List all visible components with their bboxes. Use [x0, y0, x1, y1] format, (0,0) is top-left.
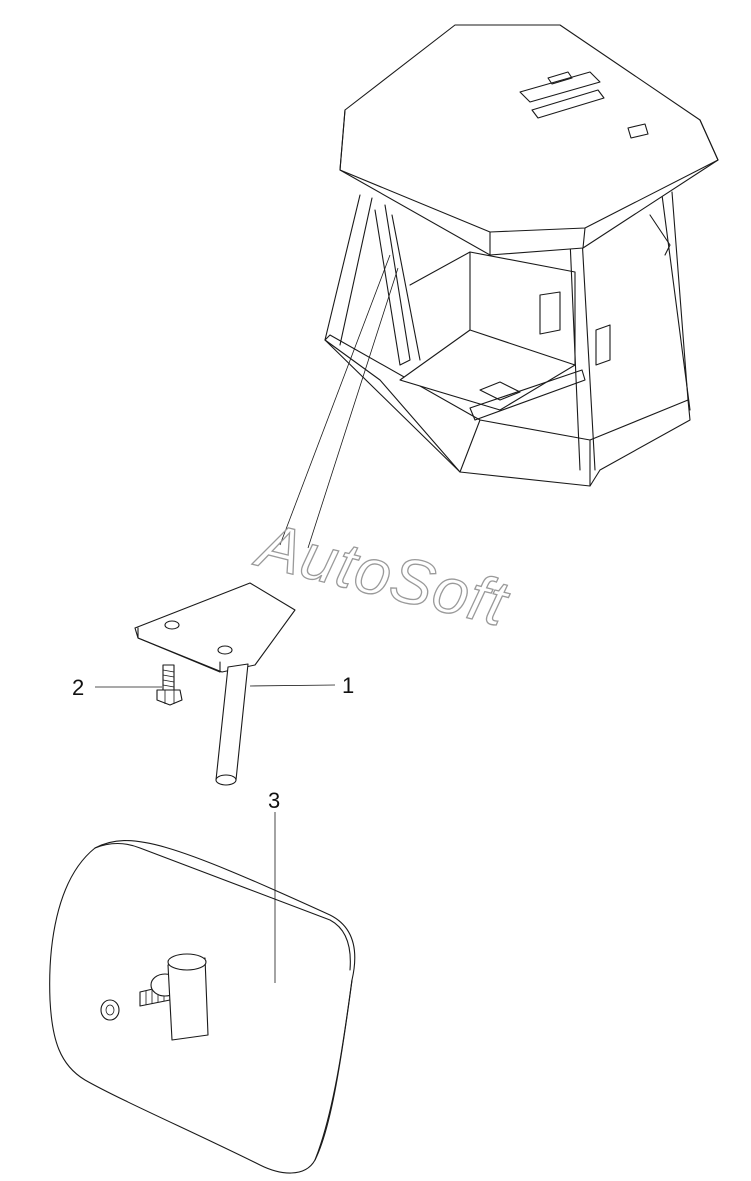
- rear-view-mirror: [49, 840, 356, 1174]
- bolt: [156, 664, 183, 706]
- callout-2-label: 2: [72, 675, 84, 700]
- mirror-bracket: [134, 582, 296, 786]
- callout-2: 2: [72, 675, 162, 700]
- cab-illustration: [324, 24, 719, 487]
- mounting-leader-lines: [279, 254, 399, 549]
- callout-1-label: 1: [342, 673, 354, 698]
- callout-1: 1: [249, 673, 354, 698]
- callout-3: 3: [268, 788, 280, 983]
- callout-3-label: 3: [268, 788, 280, 813]
